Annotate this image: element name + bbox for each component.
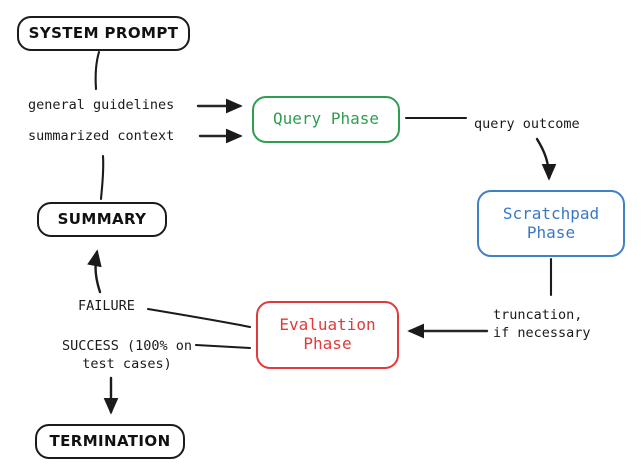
edge-label-success: SUCCESS (100% on test cases): [61, 338, 193, 373]
node-scratchpad-phase[interactable]: Scratchpad Phase: [477, 190, 625, 257]
connector-failure-to-summary: [87, 249, 102, 294]
node-system-prompt[interactable]: SYSTEM PROMPT: [17, 16, 190, 51]
node-termination[interactable]: TERMINATION: [35, 424, 185, 459]
edge-label-truncation-if-necessary: truncation, if necessary: [493, 307, 591, 342]
edge-label-general-guidelines: general guidelines: [28, 97, 175, 113]
connector-queryoutcome-to-scratchpad: [535, 137, 557, 181]
connector-systemprompt-to-generalguidelines: [94, 50, 101, 91]
node-summary[interactable]: SUMMARY: [37, 202, 167, 237]
node-evaluation-phase[interactable]: Evaluation Phase: [256, 301, 399, 369]
connector-summary-to-summarizedcontext: [99, 154, 105, 201]
edge-label-summarized-context: summarized context: [28, 128, 175, 144]
node-query-phase[interactable]: Query Phase: [252, 96, 400, 143]
connector-evaluation-to-failure: [146, 307, 252, 329]
edge-label-failure: FAILURE: [78, 298, 135, 314]
edge-label-query-outcome: query outcome: [474, 116, 580, 132]
